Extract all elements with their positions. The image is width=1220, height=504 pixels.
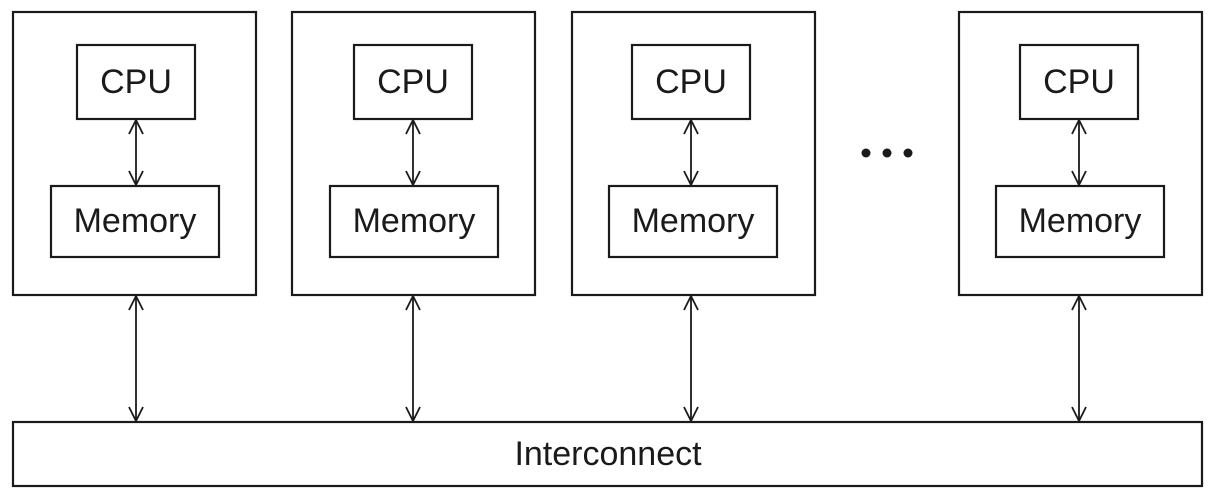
- node-3: CPU Memory: [570, 10, 817, 424]
- node-1-memory-box: [49, 184, 221, 259]
- ellipsis-indicator: [861, 148, 913, 158]
- node-3-cpu-memory-arrow: [683, 117, 699, 188]
- node-1: CPU Memory: [11, 10, 258, 424]
- node-4-cpu-label: CPU: [1043, 63, 1115, 101]
- node-2-cpu-box: [352, 43, 474, 121]
- node-4-cpu-box: [1018, 43, 1140, 121]
- node-1-memory-label: Memory: [74, 202, 197, 240]
- node-3-memory-box: [607, 184, 779, 259]
- interconnect-box: [11, 420, 1204, 488]
- node-4-memory-box: [994, 184, 1166, 259]
- node-2-cpu-memory-arrow: [405, 117, 421, 188]
- node-4-cpu-memory-arrow: [1071, 117, 1087, 188]
- node-2: CPU Memory: [290, 10, 537, 424]
- interconnect-label: Interconnect: [514, 435, 702, 473]
- node-4: CPU Memory: [957, 10, 1204, 424]
- node-4-memory-label: Memory: [1019, 202, 1142, 240]
- node-1-cpu-label: CPU: [100, 63, 172, 101]
- node-2-interconnect-arrow: [405, 293, 421, 424]
- node-3-cpu-label: CPU: [655, 63, 727, 101]
- ellipsis-dot: [861, 148, 871, 158]
- node-1-cpu-box: [75, 43, 197, 121]
- ellipsis-dot: [903, 148, 913, 158]
- node-3-interconnect-arrow: [683, 293, 699, 424]
- node-2-cpu-label: CPU: [377, 63, 449, 101]
- node-2-memory-label: Memory: [353, 202, 476, 240]
- node-2-memory-box: [328, 184, 500, 259]
- node-4-interconnect-arrow: [1071, 293, 1087, 424]
- ellipsis-dot: [882, 148, 892, 158]
- node-3-cpu-box: [630, 43, 752, 121]
- node-3-memory-label: Memory: [632, 202, 755, 240]
- interconnect: Interconnect: [11, 420, 1204, 488]
- node-1-cpu-memory-arrow: [128, 117, 144, 188]
- node-1-interconnect-arrow: [128, 293, 144, 424]
